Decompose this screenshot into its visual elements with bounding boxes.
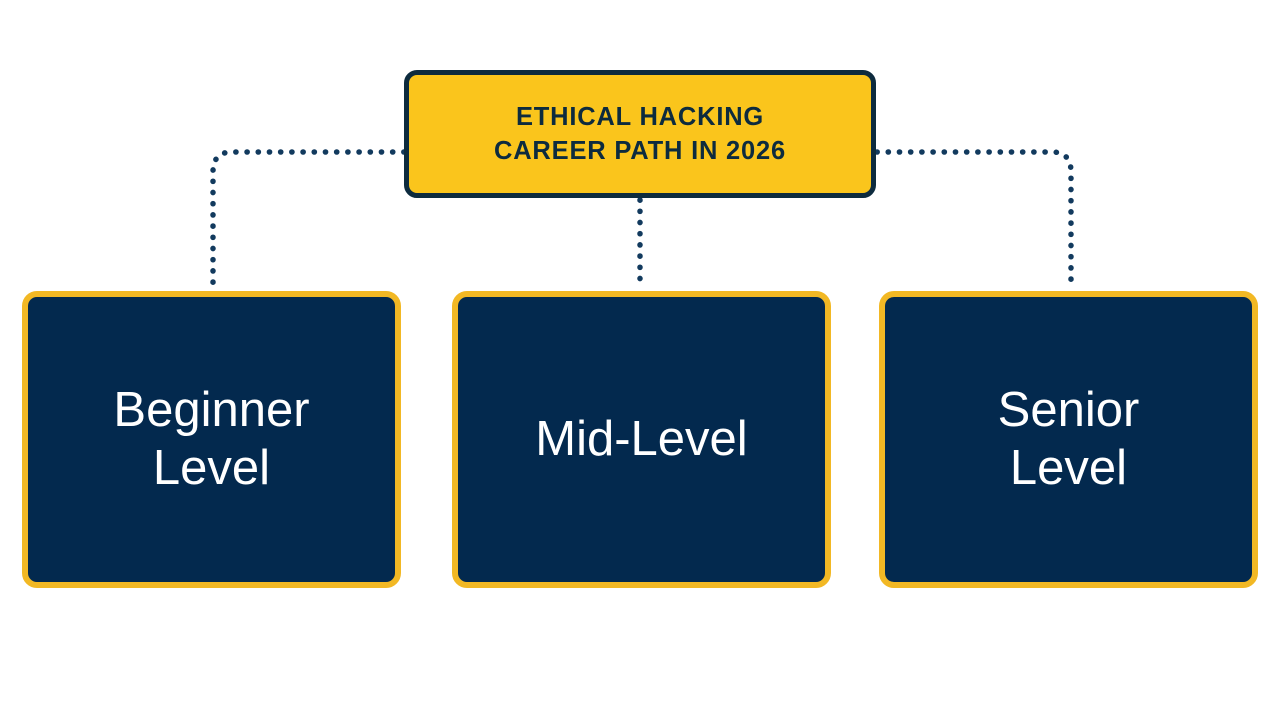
node-senior-level-label: Senior Level xyxy=(997,382,1140,495)
node-senior-level[interactable]: Senior Level xyxy=(879,291,1258,588)
node-mid-level-label: Mid-Level xyxy=(535,411,748,466)
connector-left xyxy=(210,149,407,291)
node-beginner-level-label: Beginner Level xyxy=(113,382,310,495)
node-beginner-level[interactable]: Beginner Level xyxy=(22,291,401,588)
connector-right xyxy=(874,149,1074,291)
node-mid-level[interactable]: Mid-Level xyxy=(452,291,831,588)
title-node[interactable]: Ethical Hacking Career Path in 2026 xyxy=(404,70,876,198)
title-node-label: Ethical Hacking Career Path in 2026 xyxy=(494,102,786,165)
